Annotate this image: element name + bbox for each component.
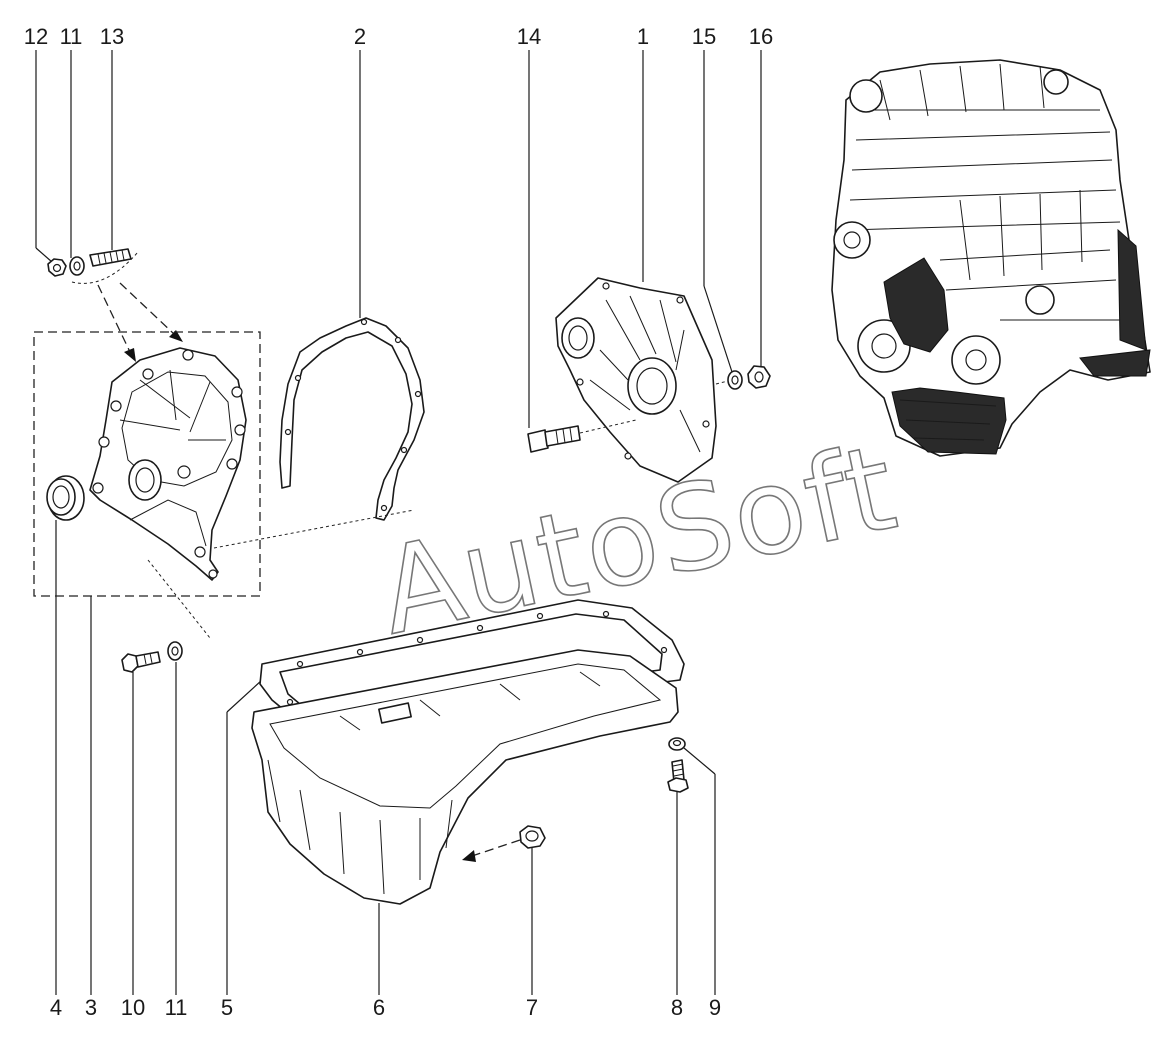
front-cover-3 (89, 347, 247, 581)
assembly-arrows (97, 282, 183, 362)
callout-9: 9 (709, 995, 721, 1020)
callout-4: 4 (50, 995, 62, 1020)
nut-12 (47, 258, 67, 277)
assembly-box-3 (33, 331, 261, 597)
washer-9 (668, 737, 686, 751)
callout-11-top: 11 (60, 24, 83, 49)
callout-15: 15 (692, 24, 716, 49)
engine-illustration (831, 59, 1151, 457)
callout-14: 14 (517, 24, 541, 49)
callout-16: 16 (749, 24, 773, 49)
gasket-2 (279, 317, 425, 521)
callout-12: 12 (24, 24, 48, 49)
drain-plug-7 (519, 825, 546, 849)
bolt-10 (121, 651, 161, 673)
callout-13: 13 (100, 24, 124, 49)
callout-3: 3 (85, 995, 97, 1020)
washer-11-bottom (167, 641, 183, 661)
callout-1: 1 (637, 24, 649, 49)
washer-15 (727, 370, 743, 390)
stud-13 (89, 248, 132, 267)
callout-8: 8 (671, 995, 683, 1020)
fastener-group-bracket (71, 251, 139, 284)
alignment-lines (147, 509, 415, 639)
callout-10: 10 (121, 995, 145, 1020)
callout-5: 5 (221, 995, 233, 1020)
plate-to-washer-line (715, 380, 729, 385)
callout-11-bottom: 11 (165, 995, 188, 1020)
nut-16 (747, 365, 771, 389)
callouts-bottom: 4 3 10 11 5 6 7 8 9 (50, 995, 721, 1020)
oil-seal-4 (46, 475, 85, 521)
callouts-top: 12 11 13 2 14 1 15 16 (24, 24, 773, 49)
callout-7: 7 (526, 995, 538, 1020)
bolt-14 (527, 419, 637, 453)
bolt-8 (667, 759, 689, 793)
leader-lines (35, 50, 762, 995)
callout-6: 6 (373, 995, 385, 1020)
oil-pan-6 (251, 649, 679, 905)
callout-2: 2 (354, 24, 366, 49)
washer-11-top (69, 256, 85, 276)
cover-plate-1 (555, 277, 717, 483)
